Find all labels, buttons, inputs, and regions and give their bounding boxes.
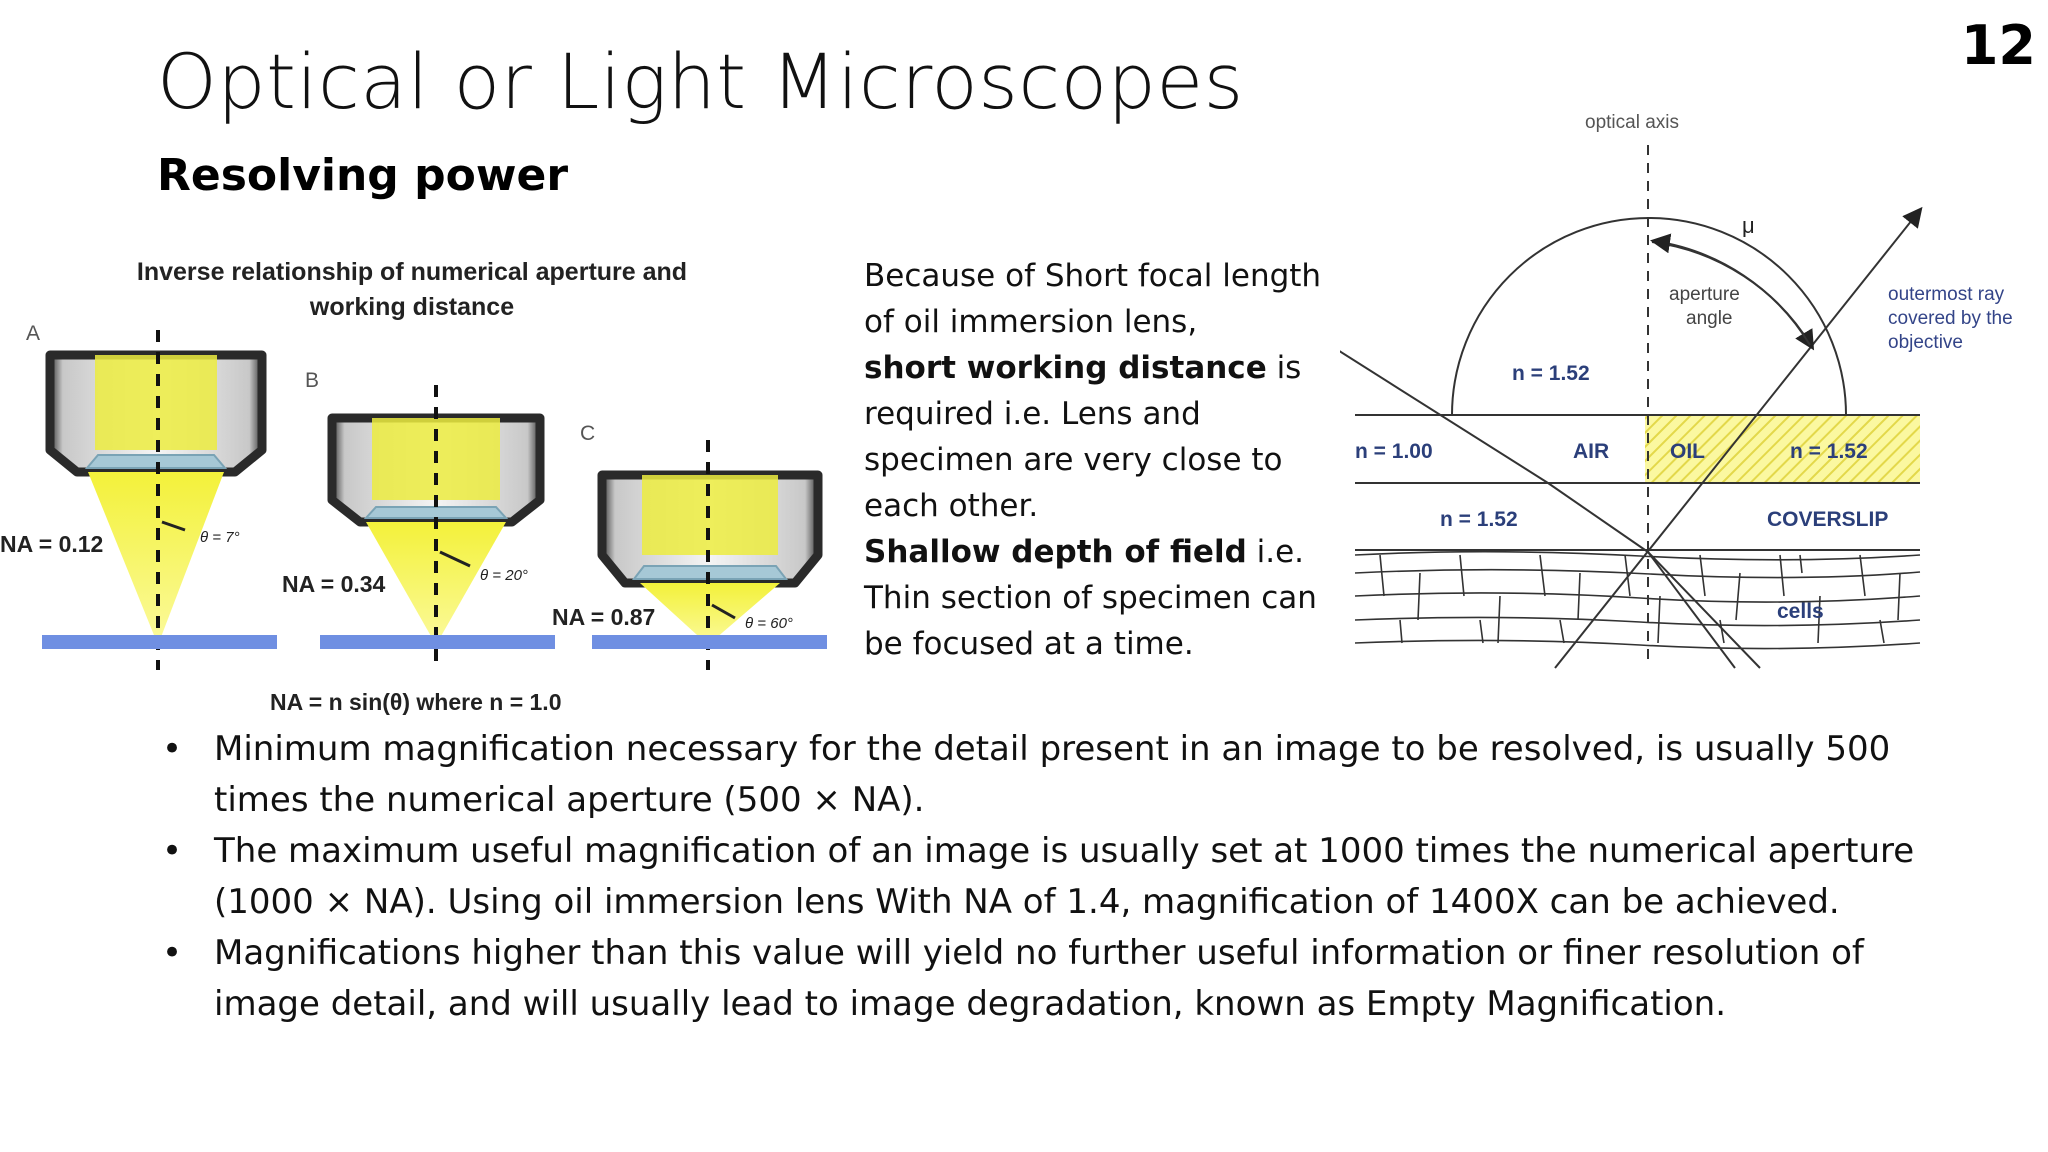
short-working-distance-bold: short working distance [864,350,1267,386]
optical-axis-label: optical axis [1585,112,1679,133]
panel-b-angle: θ = 20° [480,567,528,584]
panel-c-na: NA = 0.87 [552,604,655,630]
air-index-label: n = 1.00 [1355,440,1433,463]
bullet-item: The maximum useful magnification of an i… [158,826,1918,928]
panel-c-angle: θ = 60° [745,615,793,632]
oil-index-label: n = 1.52 [1790,440,1868,463]
panel-b: B NA = 0.34 θ = 20° [282,369,555,670]
panel-a: A NA = 0.12 θ = 7° [0,322,277,670]
na-working-distance-figure: Inverse relationship of numerical apertu… [0,258,827,715]
panel-a-na: NA = 0.12 [0,531,103,557]
shallow-depth-bold: Shallow depth of field [864,534,1247,570]
side-text-p1: Because of Short focal length of oil imm… [864,258,1322,340]
panel-a-letter: A [26,322,40,345]
air-label: AIR [1573,440,1609,463]
aperture-angle-line1: aperture [1669,284,1740,305]
slide-title: Optical or Light Microscopes [157,37,1244,126]
coverslip-index-label: n = 1.52 [1440,508,1518,531]
panel-c-letter: C [580,422,595,445]
outermost-ray-line3: objective [1888,332,1963,353]
side-explanation: Because of Short focal length of oil imm… [864,253,1334,667]
na-formula: NA = n sin(θ) where n = 1.0 [270,689,562,715]
bullet-list: Minimum magnification necessary for the … [158,724,1918,1030]
side-text-p3-rest: i.e. Thin section of specimen can be foc… [864,534,1317,662]
slide-subtitle: Resolving power [157,150,569,201]
outermost-ray-line1: outermost ray [1888,284,2005,305]
panel-b-na: NA = 0.34 [282,571,386,597]
panel-c: C NA = 0.87 θ = 60° [552,422,827,670]
lens-index-label: n = 1.52 [1512,362,1590,385]
aperture-angle-line2: angle [1686,308,1733,329]
mu-label: μ [1742,213,1755,238]
side-text-p2: short working distance is required i.e. … [864,345,1334,529]
outermost-ray-line2: covered by the [1888,308,2013,329]
oil-label: OIL [1670,440,1705,463]
oil-immersion-diagram: optical axis μ aperture angle outermost … [1340,112,2013,669]
panel-b-letter: B [305,369,319,392]
bullet-item: Minimum magnification necessary for the … [158,724,1918,826]
cells-layer [1354,550,1921,650]
side-text-p2-rest: is required i.e. Lens and specimen are v… [864,350,1302,524]
side-text-p3: Shallow depth of field i.e. Thin section… [864,529,1334,667]
figure-title-line2: working distance [309,293,514,321]
coverslip-label: COVERSLIP [1767,508,1888,531]
figure-title-line1: Inverse relationship of numerical apertu… [137,258,687,286]
slide-number: 12 [1960,14,2036,77]
cells-label: cells [1777,600,1824,623]
panel-a-angle: θ = 7° [200,529,240,546]
bullet-item: Magnifications higher than this value wi… [158,928,1918,1030]
